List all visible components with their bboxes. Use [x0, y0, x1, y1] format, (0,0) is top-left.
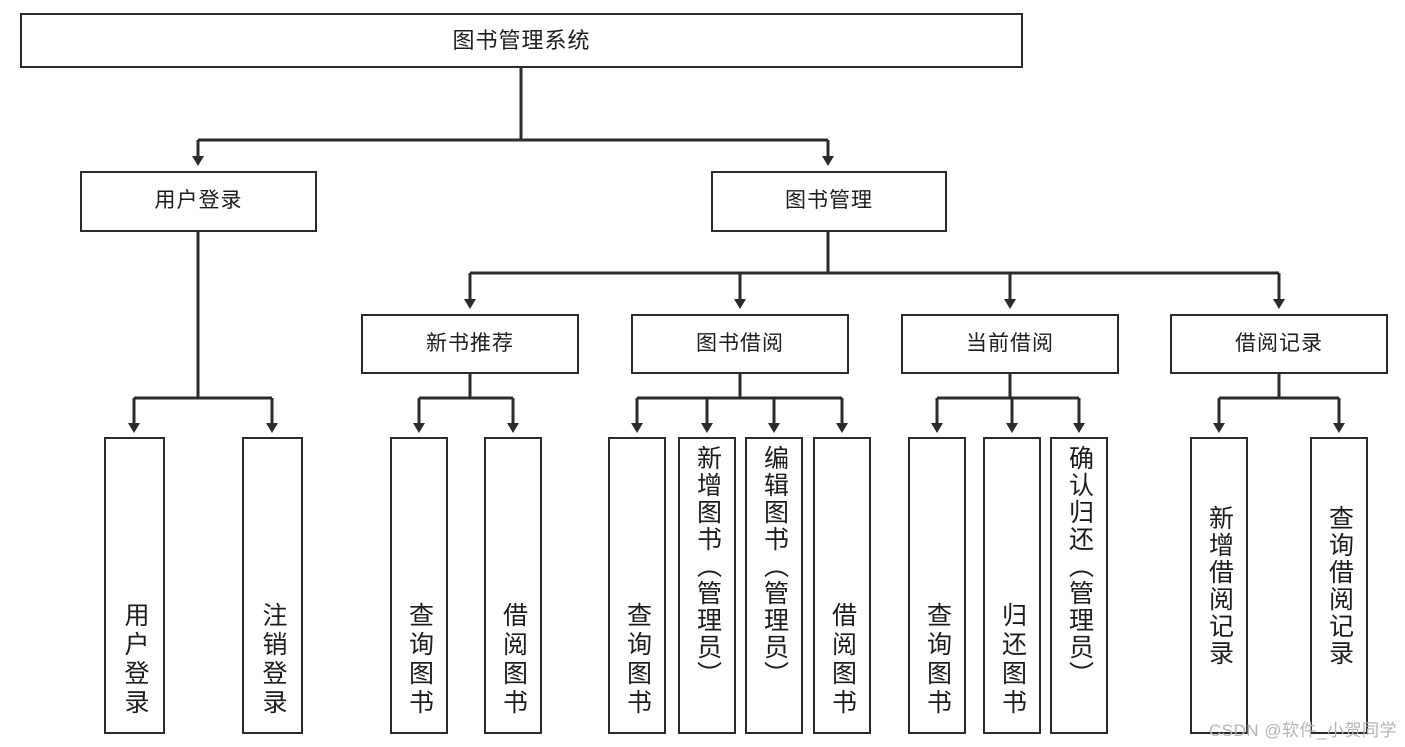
leaf-query-book-current[interactable]: 查询图书 — [908, 437, 966, 734]
leaf-logout-label: 注销登录 — [259, 602, 287, 718]
leaf-add-borrow-record[interactable]: 新增借阅记录 — [1190, 437, 1248, 734]
leaf-borrow-book-borrow[interactable]: 借阅图书 — [813, 437, 871, 734]
node-new-book-recommend-label: 新书推荐 — [426, 331, 514, 355]
leaf-borrow-book-newbook[interactable]: 借阅图书 — [484, 437, 542, 734]
leaf-query-borrow-record[interactable]: 查询借阅记录 — [1310, 437, 1368, 734]
leaf-confirm-return-admin[interactable]: 确认归还（管理员） — [1050, 437, 1108, 734]
node-book-borrow[interactable]: 图书借阅 — [631, 314, 849, 374]
leaf-query-book-borrow-label: 查询图书 — [623, 602, 652, 718]
node-user-login[interactable]: 用户登录 — [80, 171, 317, 232]
node-borrow-record[interactable]: 借阅记录 — [1170, 314, 1388, 374]
leaf-edit-book-admin[interactable]: 编辑图书（管理员） — [745, 437, 803, 734]
node-book-management-label: 图书管理 — [785, 189, 873, 213]
leaf-return-book-label: 归还图书 — [998, 602, 1027, 718]
node-current-borrow[interactable]: 当前借阅 — [901, 314, 1119, 374]
leaf-query-borrow-record-label: 查询借阅记录 — [1325, 504, 1354, 667]
leaf-query-book-newbook-label: 查询图书 — [405, 602, 434, 718]
node-book-management[interactable]: 图书管理 — [711, 171, 947, 232]
leaf-confirm-return-admin-label: 确认归还（管理员） — [1065, 445, 1094, 688]
leaf-query-book-newbook[interactable]: 查询图书 — [390, 437, 448, 734]
node-book-borrow-label: 图书借阅 — [696, 331, 784, 355]
node-borrow-record-label: 借阅记录 — [1235, 331, 1323, 355]
node-user-login-label: 用户登录 — [154, 189, 243, 213]
leaf-logout[interactable]: 注销登录 — [242, 437, 303, 734]
leaf-borrow-book-borrow-label: 借阅图书 — [828, 602, 857, 718]
leaf-add-book-admin-label: 新增图书（管理员） — [693, 445, 722, 688]
leaf-edit-book-admin-label: 编辑图书（管理员） — [760, 445, 789, 688]
leaf-borrow-book-newbook-label: 借阅图书 — [499, 602, 528, 718]
node-root-label: 图书管理系统 — [452, 27, 591, 53]
leaf-user-login[interactable]: 用户登录 — [104, 437, 165, 734]
leaf-query-book-current-label: 查询图书 — [923, 602, 952, 718]
leaf-user-login-label: 用户登录 — [121, 602, 149, 718]
node-current-borrow-label: 当前借阅 — [966, 331, 1054, 355]
leaf-query-book-borrow[interactable]: 查询图书 — [608, 437, 666, 734]
node-new-book-recommend[interactable]: 新书推荐 — [361, 314, 579, 374]
leaf-add-book-admin[interactable]: 新增图书（管理员） — [678, 437, 736, 734]
leaf-add-borrow-record-label: 新增借阅记录 — [1205, 504, 1234, 667]
leaf-return-book[interactable]: 归还图书 — [983, 437, 1041, 734]
node-root[interactable]: 图书管理系统 — [20, 13, 1023, 68]
